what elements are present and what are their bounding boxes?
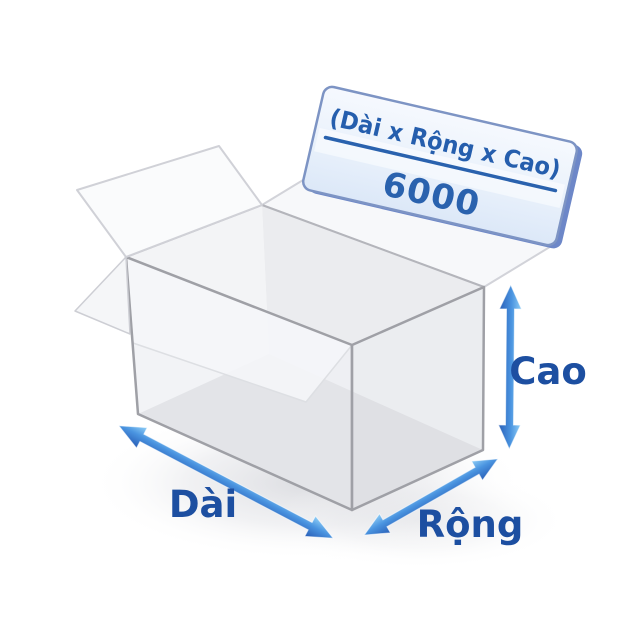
box-flap-back-left bbox=[76, 145, 263, 258]
length-label: Dài bbox=[169, 483, 237, 526]
dimension-arrows bbox=[117, 283, 523, 539]
height-arrow-icon bbox=[497, 283, 523, 451]
box-flap-front-left bbox=[74, 256, 131, 335]
height-label: Cao bbox=[509, 350, 587, 393]
length-arrow-icon bbox=[117, 425, 335, 539]
banner-divider bbox=[323, 135, 558, 193]
transparent-box bbox=[74, 145, 486, 512]
width-arrow-icon bbox=[363, 458, 499, 536]
width-label: Rộng bbox=[417, 503, 524, 546]
box-front-right-face bbox=[350, 285, 486, 512]
dimension-banner: (Dài x Rộng x Cao) 6000 bbox=[301, 85, 583, 249]
